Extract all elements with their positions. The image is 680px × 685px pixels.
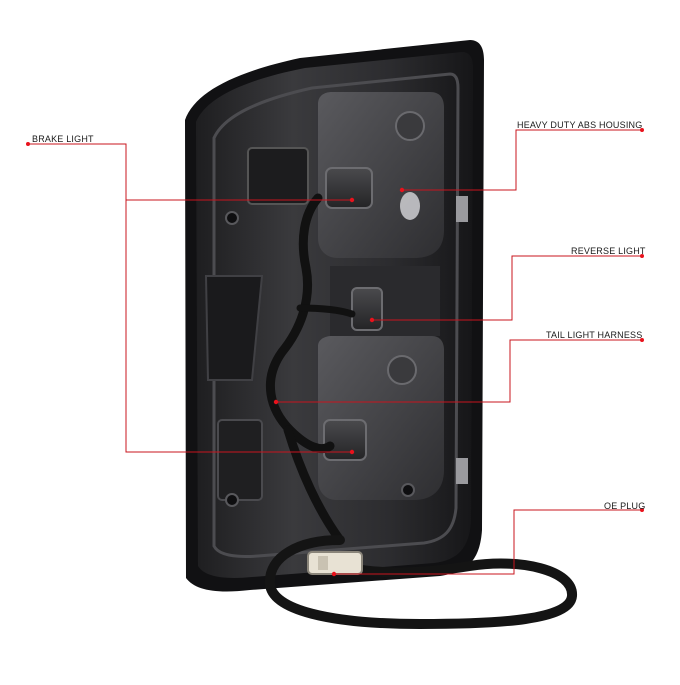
upper-connector-plate	[247, 147, 309, 205]
leader-lines	[28, 129, 642, 575]
housing-inner-rim	[212, 72, 460, 558]
dot-abs-end	[399, 187, 405, 193]
leader-brake	[28, 143, 352, 201]
dot-reverse-right	[640, 254, 644, 258]
harness-big-loop	[264, 535, 577, 630]
left-insert	[204, 275, 264, 381]
reverse-socket-cavity	[330, 266, 440, 336]
oe-plug-label: OE PLUG	[604, 501, 646, 511]
oe-plug-body	[307, 551, 363, 575]
left-lower-clip	[217, 419, 263, 501]
leader-abs	[402, 129, 642, 191]
abs-housing-label: HEAVY DUTY ABS HOUSING	[517, 120, 643, 130]
dot-brake-upper	[349, 197, 355, 203]
dot-abs-right	[640, 128, 644, 132]
abs-label-disc	[400, 192, 420, 220]
side-bracket-upper	[456, 196, 468, 222]
dot-harness-end	[273, 399, 279, 405]
harness-to-reverse	[296, 304, 356, 318]
leader-harness	[276, 339, 642, 403]
abs-round-boss	[395, 111, 425, 141]
brake-light-label: BRAKE LIGHT	[32, 134, 94, 144]
reverse-light-label: REVERSE LIGHT	[571, 246, 646, 256]
screw-1	[225, 211, 239, 225]
lower-housing-block	[318, 336, 444, 500]
harness-down-run	[283, 425, 345, 545]
leader-dots	[26, 128, 644, 577]
leader-oe	[334, 509, 642, 575]
oe-plug-latch	[318, 556, 328, 570]
screw-2	[225, 493, 239, 507]
leader-reverse	[372, 255, 642, 321]
dot-brake-lower	[349, 449, 355, 455]
dot-harness-right	[640, 338, 644, 342]
dot-reverse-end	[369, 317, 375, 323]
tail-light-harness-label: TAIL LIGHT HARNESS	[546, 330, 643, 340]
reverse-socket	[351, 287, 383, 331]
dot-oe-right	[640, 508, 644, 512]
harness-upper-run	[265, 193, 335, 454]
leader-brake-lower	[125, 200, 352, 453]
lower-round-boss	[387, 355, 417, 385]
side-bracket-lower	[456, 458, 468, 484]
dot-oe-end	[331, 571, 337, 577]
brake-socket-upper	[325, 167, 373, 209]
screw-3	[401, 483, 415, 497]
brake-socket-lower	[323, 419, 367, 461]
dot-brake-left	[26, 142, 30, 146]
